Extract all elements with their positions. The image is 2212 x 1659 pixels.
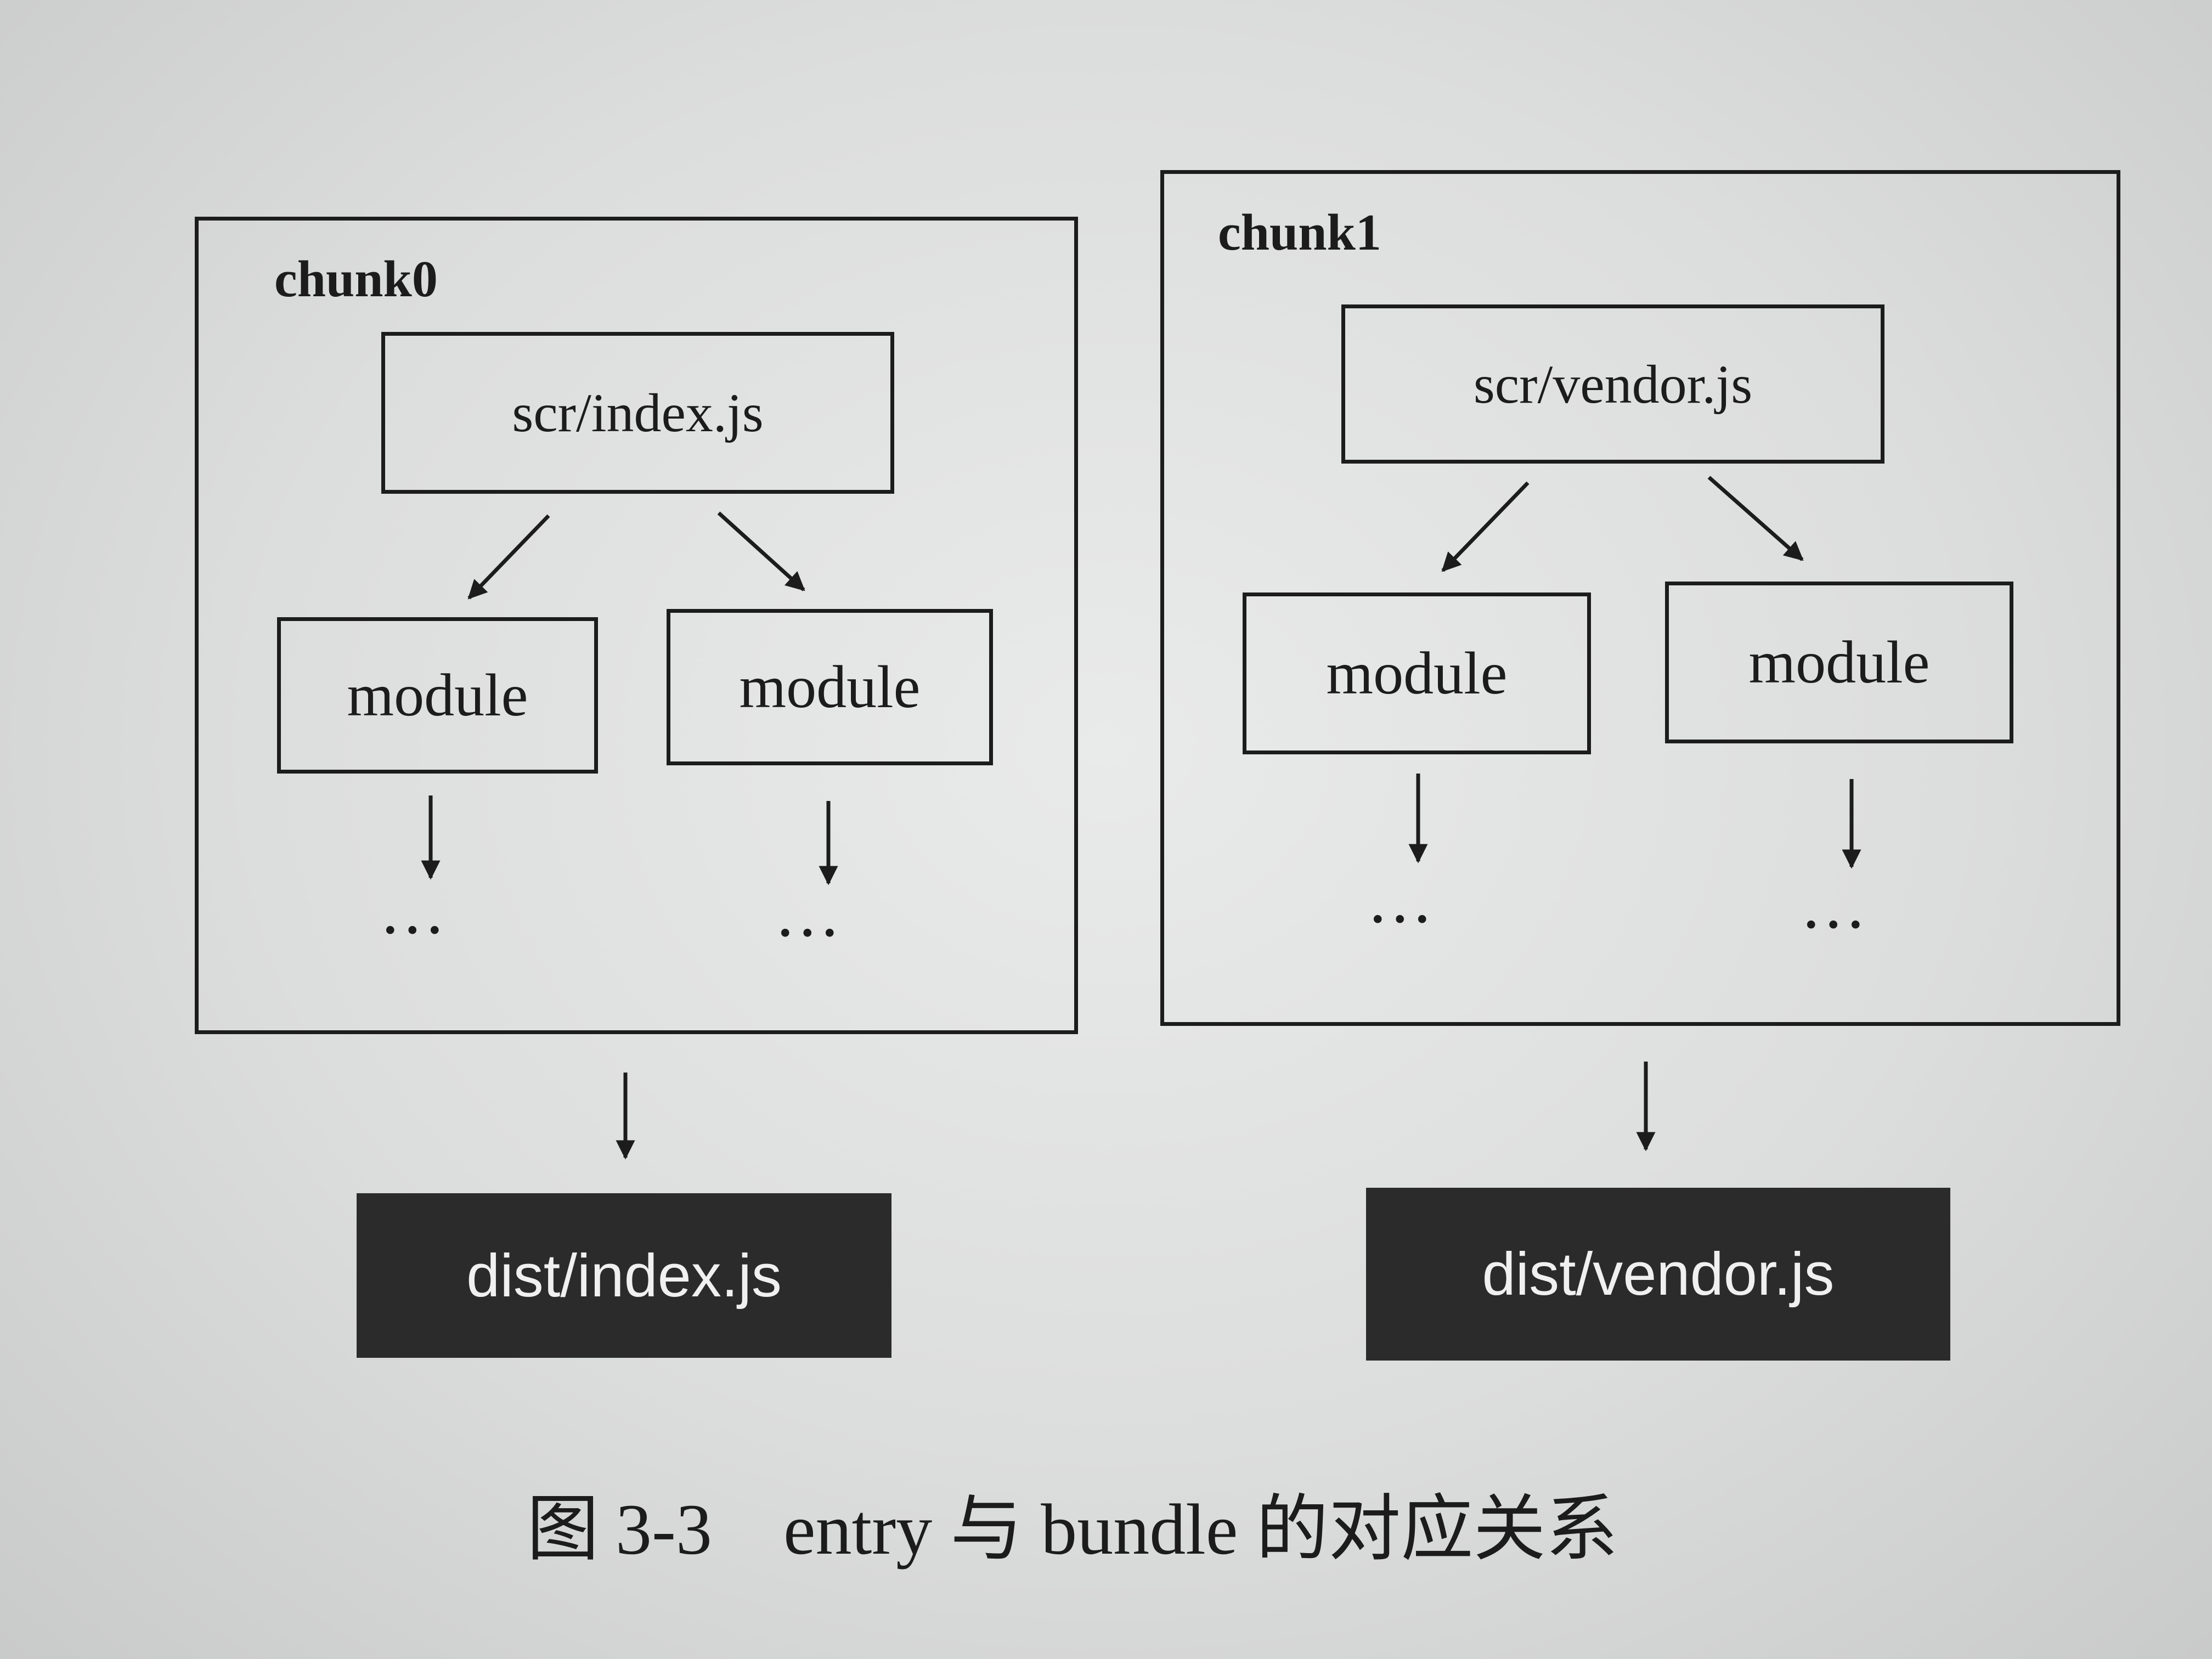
chunk1-module-left: module (1243, 592, 1591, 754)
chunk0-output-bundle: dist/index.js (357, 1193, 891, 1358)
chunk0-module-left: module (277, 617, 598, 774)
chunk1-label: chunk1 (1218, 204, 1381, 261)
chunk1-container (1160, 170, 2120, 1026)
chunk0-entry-box: scr/index.js (381, 332, 894, 494)
chunk0-ellipsis-left: ... (384, 890, 451, 944)
arrow-chunk1-entry-to-module-left (1441, 481, 1530, 572)
chunk0-container (195, 217, 1078, 1034)
chunk1-ellipsis-left: ... (1372, 879, 1438, 933)
chunk1-module-right: module (1665, 582, 2013, 743)
chunk1-ellipsis-right: ... (1805, 884, 1872, 939)
chunk1-output-bundle: dist/vendor.js (1366, 1188, 1950, 1361)
chunk0-label: chunk0 (274, 251, 438, 308)
arrow-chunk0-entry-to-module-right (717, 511, 805, 591)
caption-figure-mark: 图 (527, 1489, 599, 1570)
chunk1-entry-box: scr/vendor.js (1341, 304, 1884, 464)
chunk0-ellipsis-right: ... (779, 893, 846, 947)
arrow-chunk1-entry-to-module-right (1707, 476, 1804, 561)
arrow-chunk0-entry-to-module-left (467, 514, 550, 600)
caption-number: 3-3 (616, 1489, 712, 1570)
chunk0-module-right: module (667, 609, 993, 765)
caption-text: entry 与 bundle 的对应关系 (783, 1489, 1618, 1570)
